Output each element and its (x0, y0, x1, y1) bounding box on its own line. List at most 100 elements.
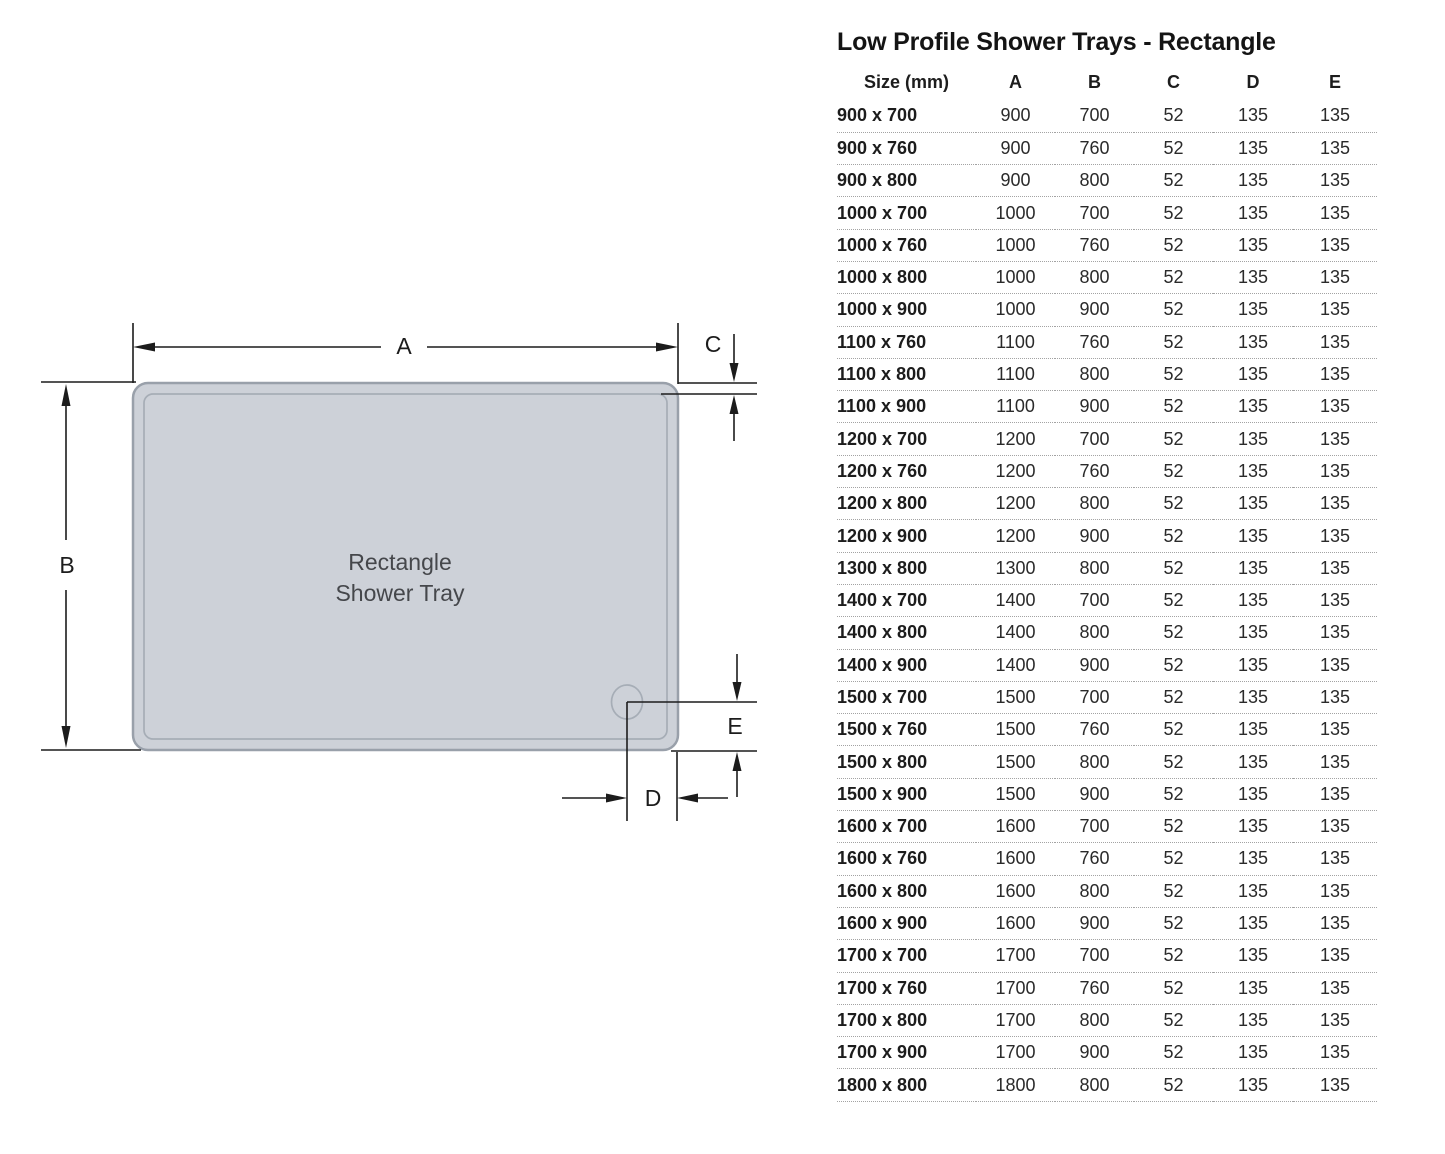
dimension-cell: 135 (1293, 487, 1377, 521)
size-cell: 1100 x 900 (837, 390, 976, 424)
column-header-c: C (1167, 71, 1180, 92)
dimension-cell: 135 (1293, 552, 1377, 585)
dimension-cell: 1800 (976, 1068, 1055, 1102)
dimension-cell: 52 (1134, 390, 1213, 424)
dimension-cell: 135 (1293, 939, 1377, 973)
dimension-cell: 135 (1293, 326, 1377, 359)
dimension-cell: 135 (1213, 326, 1293, 359)
dimension-cell: 52 (1134, 455, 1213, 489)
dimension-cell: 1600 (976, 842, 1055, 876)
dimension-cell: 800 (1055, 552, 1134, 585)
dimension-cell: 135 (1213, 487, 1293, 521)
dimension-cell: 135 (1293, 100, 1377, 133)
dimension-cell: 52 (1134, 939, 1213, 973)
size-cell: 1500 x 900 (837, 778, 976, 812)
dimension-cell: 135 (1213, 455, 1293, 489)
size-cell: 1000 x 700 (837, 196, 976, 230)
dimension-cell: 135 (1293, 649, 1377, 682)
dimension-cell: 52 (1134, 261, 1213, 295)
dim-label-c: C (705, 331, 722, 357)
dimension-cell: 1700 (976, 1004, 1055, 1038)
dimension-cell: 900 (1055, 778, 1134, 812)
tray-inner-rim (143, 393, 668, 740)
column-header-e: E (1328, 71, 1341, 92)
dimension-cell: 900 (1055, 390, 1134, 424)
size-cell: 1500 x 800 (837, 745, 976, 779)
dim-label-d: D (645, 785, 662, 811)
dimension-cell: 135 (1213, 1068, 1293, 1102)
dimension-cell: 700 (1055, 422, 1134, 456)
dimension-cell: 760 (1055, 842, 1134, 876)
dimension-cell: 52 (1134, 745, 1213, 779)
dimension-cell: 135 (1293, 681, 1377, 715)
dimension-cell: 52 (1134, 1036, 1213, 1070)
dimension-cell: 52 (1134, 132, 1213, 166)
dimension-cell: 900 (1055, 519, 1134, 553)
dimension-cell: 1100 (976, 326, 1055, 359)
dimension-cell: 1400 (976, 584, 1055, 618)
dimension-cell: 1700 (976, 939, 1055, 973)
tray-caption-line1: Rectangle (348, 549, 452, 575)
dimension-cell: 800 (1055, 261, 1134, 295)
dimension-cell: 700 (1055, 939, 1134, 973)
dimension-cell: 52 (1134, 907, 1213, 941)
dimension-cell: 52 (1134, 196, 1213, 230)
dimension-cell: 135 (1213, 552, 1293, 585)
size-cell: 1200 x 760 (837, 455, 976, 489)
dimension-cell: 135 (1213, 842, 1293, 876)
dimension-cell: 135 (1213, 584, 1293, 618)
dimension-cell: 52 (1134, 842, 1213, 876)
dimension-cell: 135 (1293, 745, 1377, 779)
dimension-cell: 135 (1213, 616, 1293, 650)
dimension-cell: 700 (1055, 196, 1134, 230)
dimension-cell: 900 (1055, 1036, 1134, 1070)
dimension-cell: 52 (1134, 293, 1213, 327)
size-cell: 900 x 700 (837, 100, 976, 133)
size-cell: 1200 x 700 (837, 422, 976, 456)
dimension-cell: 900 (976, 132, 1055, 166)
size-cell: 1300 x 800 (837, 552, 976, 585)
dimension-cell: 52 (1134, 1068, 1213, 1102)
dimension-cell: 1500 (976, 681, 1055, 715)
size-cell: 1100 x 760 (837, 326, 976, 359)
column-header-size: Size (mm) (863, 71, 950, 92)
size-cell: 1600 x 800 (837, 875, 976, 908)
dimension-cell: 760 (1055, 132, 1134, 166)
dimension-cell: 52 (1134, 681, 1213, 715)
dimension-cell: 135 (1293, 422, 1377, 456)
dimension-cell: 135 (1293, 196, 1377, 230)
table-title: Low Profile Shower Trays - Rectangle (837, 28, 1276, 56)
dimension-cell: 760 (1055, 455, 1134, 489)
dimension-cell: 800 (1055, 1068, 1134, 1102)
dimension-cell: 800 (1055, 616, 1134, 650)
dimension-cell: 135 (1213, 261, 1293, 295)
dimension-cell: 135 (1213, 390, 1293, 424)
dimension-cell: 1000 (976, 229, 1055, 262)
column-header-d: D (1246, 71, 1260, 92)
dimension-cell: 1700 (976, 1036, 1055, 1070)
dimension-cell: 135 (1293, 713, 1377, 747)
table-header-row: Size (mm) A B C D E (837, 64, 1377, 100)
dimension-cell: 52 (1134, 584, 1213, 618)
dimension-cell: 135 (1213, 649, 1293, 682)
dimension-cell: 52 (1134, 326, 1213, 359)
dimension-cell: 135 (1213, 229, 1293, 262)
size-cell: 1400 x 900 (837, 649, 976, 682)
dimension-cell: 800 (1055, 358, 1134, 392)
dimension-cell: 1000 (976, 196, 1055, 230)
dimension-cell: 1000 (976, 293, 1055, 327)
dimension-cell: 1500 (976, 745, 1055, 779)
size-cell: 1800 x 800 (837, 1068, 976, 1102)
dimension-cell: 1600 (976, 907, 1055, 941)
